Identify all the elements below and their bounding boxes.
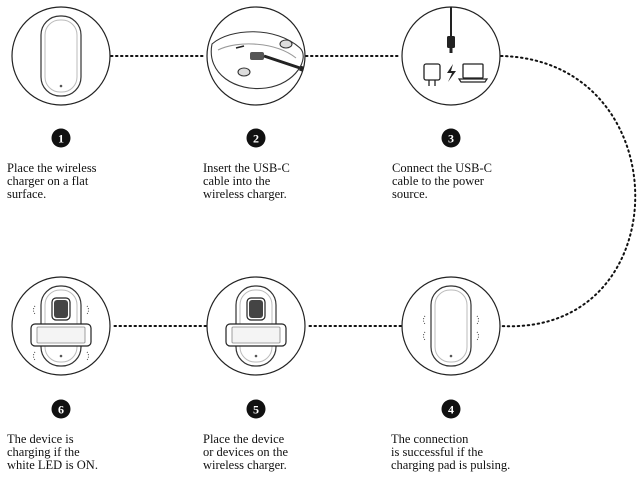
devices-on-charger-icon [206, 276, 306, 376]
pulsing-charger-icon [401, 276, 501, 376]
step-number-3: 3 [448, 132, 454, 146]
usb-c-insert-icon [206, 6, 306, 106]
step-1-caption: Place the wireless charger on a flat sur… [7, 161, 97, 201]
power-source-icon [401, 6, 501, 106]
step-6-caption: The device is charging if the white LED … [7, 432, 98, 472]
step-number-4: 4 [448, 403, 454, 417]
step-number-2: 2 [253, 132, 259, 146]
charging-led-icon [11, 276, 111, 376]
step-badge-4: 4 [441, 399, 461, 419]
connector-3-4-curve [500, 55, 637, 328]
charger-pad-icon [11, 6, 111, 106]
step-4-caption: The connection is successful if the char… [391, 432, 511, 472]
step-number-5: 5 [253, 403, 259, 417]
connector-lines [110, 55, 637, 328]
step-badge-3: 3 [441, 128, 461, 148]
step-badge-1: 1 [51, 128, 71, 148]
step-5-caption: Place the device or devices on the wirel… [203, 432, 289, 472]
step-badge-2: 2 [246, 128, 266, 148]
step-badge-5: 5 [246, 399, 266, 419]
step-number-6: 6 [58, 403, 64, 417]
step-3-caption: Connect the USB-C cable to the power sou… [392, 161, 492, 201]
step-badge-6: 6 [51, 399, 71, 419]
step-number-1: 1 [58, 132, 64, 146]
step-2-caption: Insert the USB-C cable into the wireless… [203, 161, 290, 201]
